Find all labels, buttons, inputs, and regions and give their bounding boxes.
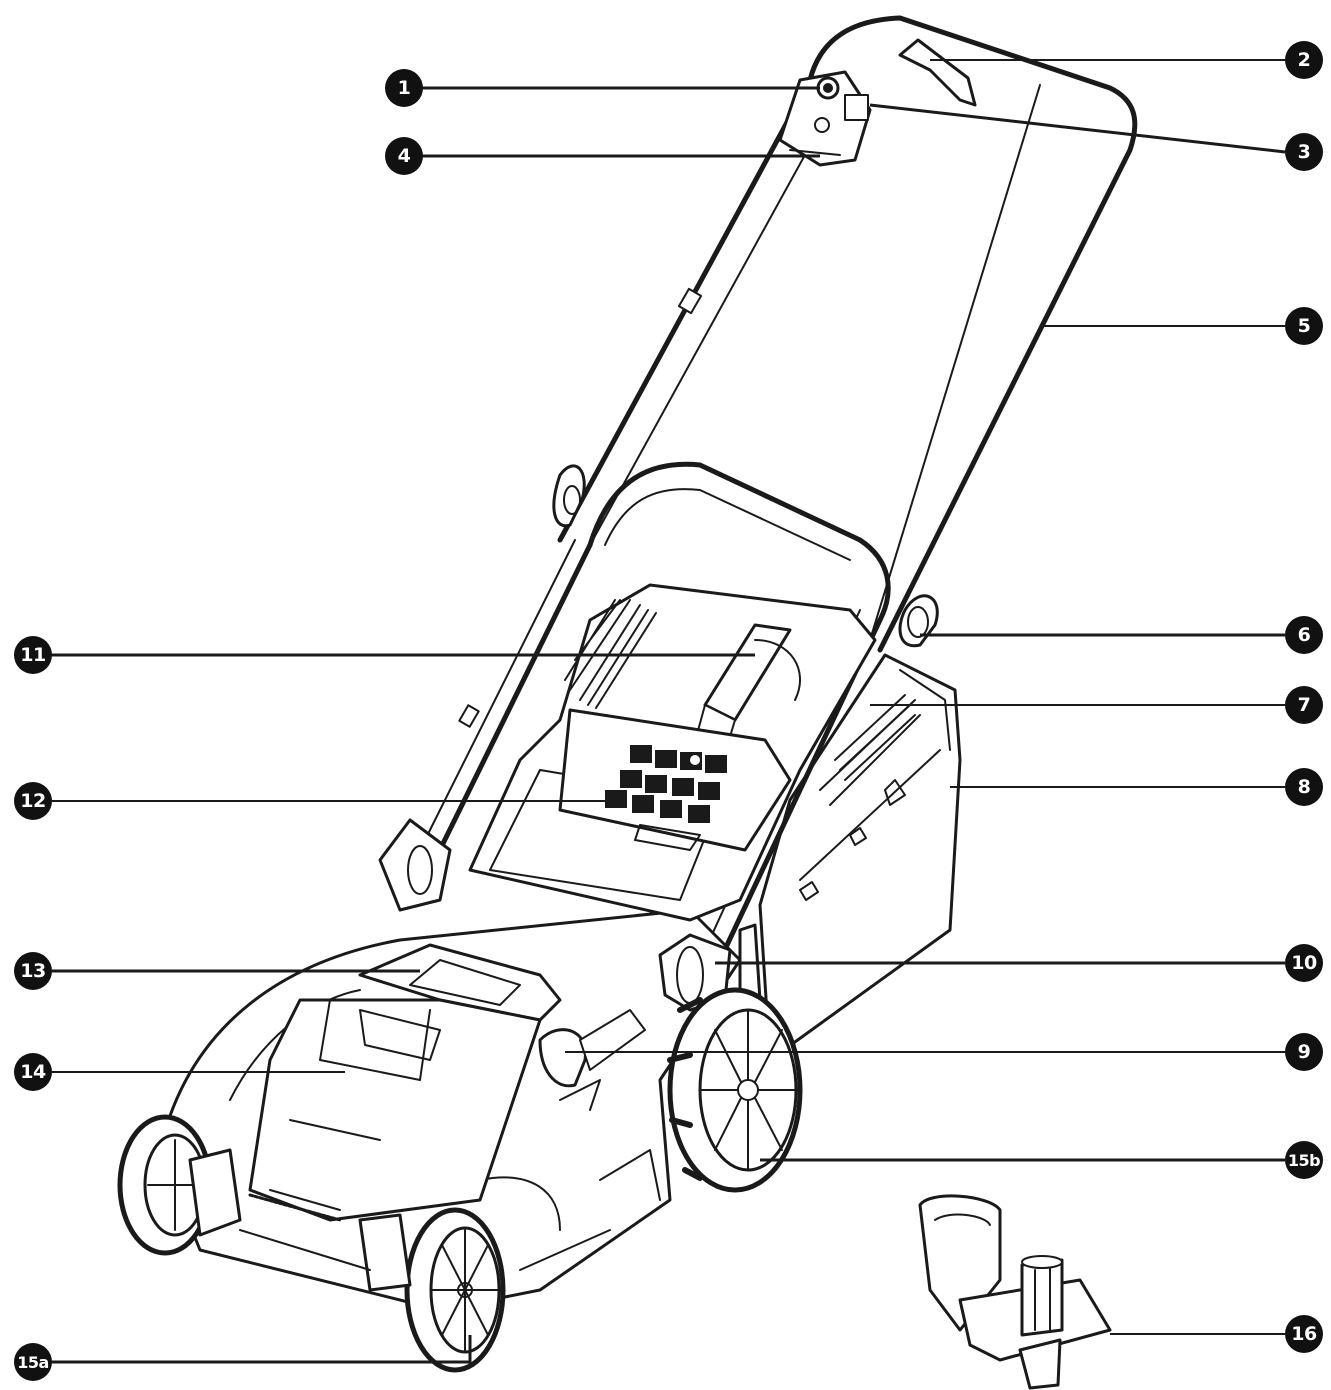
front-bumper (188, 1148, 412, 1292)
leader-3 (869, 103, 1286, 154)
front-wheel-left (117, 1114, 213, 1256)
height-adjust-panel (558, 708, 792, 852)
callout-15b: 15b (1285, 1141, 1323, 1179)
handle-lock-left (378, 818, 452, 912)
handle-lock-right (658, 923, 762, 1012)
callout-14: 14 (14, 1053, 52, 1091)
grass-box-vent (819, 694, 921, 806)
callout-11: 11 (14, 636, 52, 674)
mulching-plug (918, 1194, 1112, 1390)
leader-15a (52, 1335, 472, 1364)
callout-12: 12 (14, 782, 52, 820)
callout-7: 7 (1285, 686, 1323, 724)
side-vents (564, 599, 657, 709)
callout-3: 3 (1285, 133, 1323, 171)
leader-lines (52, 59, 1286, 1364)
battery-cover (248, 998, 542, 1222)
callout-16: 16 (1285, 1315, 1323, 1353)
callout-1: 1 (385, 69, 423, 107)
rear-wheel (667, 987, 803, 1193)
callout-9: 9 (1285, 1033, 1323, 1071)
callout-2: 2 (1285, 41, 1323, 79)
callout-6: 6 (1285, 616, 1323, 654)
handle-clamp-right (898, 594, 939, 648)
switch-box (778, 70, 872, 167)
height-indicator-icons (605, 745, 727, 823)
handle-clamp-left (552, 464, 586, 528)
callout-4: 4 (385, 137, 423, 175)
front-wheel-right (404, 1207, 506, 1373)
callout-5: 5 (1285, 307, 1323, 345)
cutting-height-lever (538, 1009, 646, 1111)
callout-8: 8 (1285, 768, 1323, 806)
callout-15a: 15a (14, 1343, 52, 1381)
callout-10: 10 (1285, 944, 1323, 982)
callout-13: 13 (14, 952, 52, 990)
